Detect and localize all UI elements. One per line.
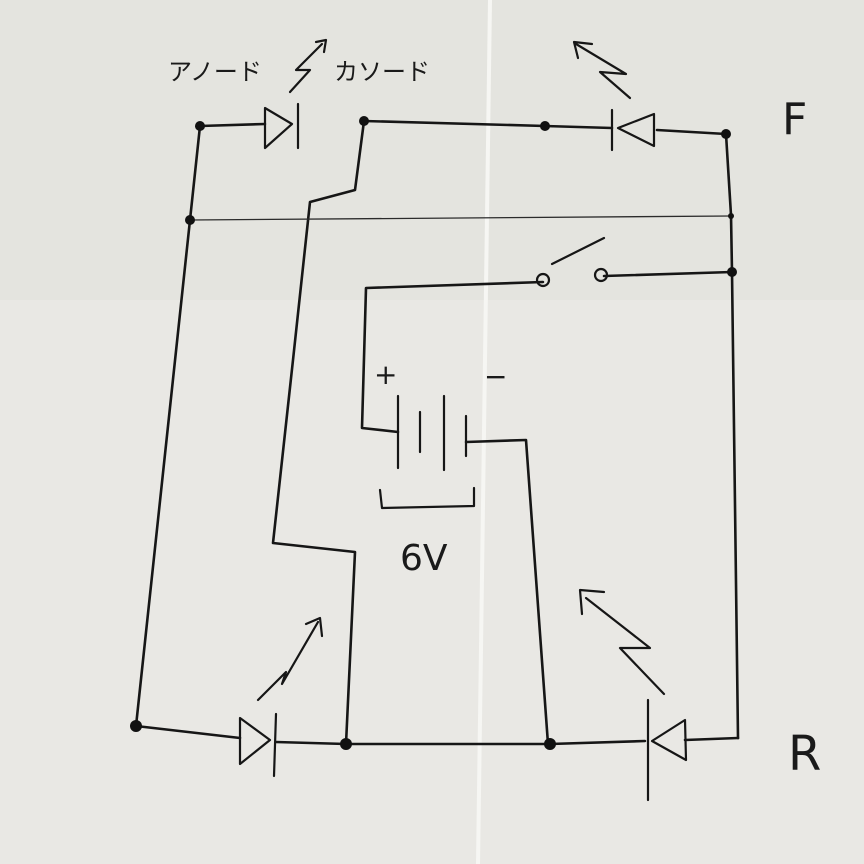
thin-crossline <box>189 215 732 221</box>
led-top-right <box>572 40 656 152</box>
emission-arrow-icon <box>574 42 632 100</box>
minus-label: − <box>484 360 507 393</box>
plus-label: + <box>374 358 397 391</box>
voltage-label: 6V <box>400 538 448 579</box>
wire-bottom-left <box>134 724 242 740</box>
emission-arrow-icon <box>256 620 320 702</box>
led-bottom-right <box>578 588 688 802</box>
wire-right-vertical <box>724 132 740 740</box>
voltage-brace <box>378 486 476 510</box>
rear-label: R <box>788 726 821 782</box>
wire-top-right-inner <box>543 124 614 130</box>
emission-arrow-icon <box>288 42 324 94</box>
wire-bottom-right <box>683 736 740 742</box>
battery-6v <box>378 394 476 510</box>
led-bottom-left <box>238 616 324 778</box>
switch <box>535 236 609 288</box>
emission-arrow-icon <box>584 596 666 696</box>
wire-battery-bottom <box>464 438 550 746</box>
front-label: F <box>782 94 807 145</box>
cathode-label: カソード <box>334 58 430 86</box>
paper-shadow <box>0 0 864 300</box>
wire-switch-right <box>602 270 734 278</box>
anode-label: アノード <box>168 58 262 86</box>
wire-top-right <box>655 128 728 136</box>
led-top-left <box>263 38 328 150</box>
junctions <box>130 116 737 750</box>
paper-fold <box>476 0 492 864</box>
wire-stair <box>271 119 366 746</box>
wire-top-mid <box>362 119 547 128</box>
wire-bottom-mid <box>274 739 647 746</box>
wire-top-left <box>198 122 267 128</box>
wire-switch-battery <box>360 280 545 434</box>
